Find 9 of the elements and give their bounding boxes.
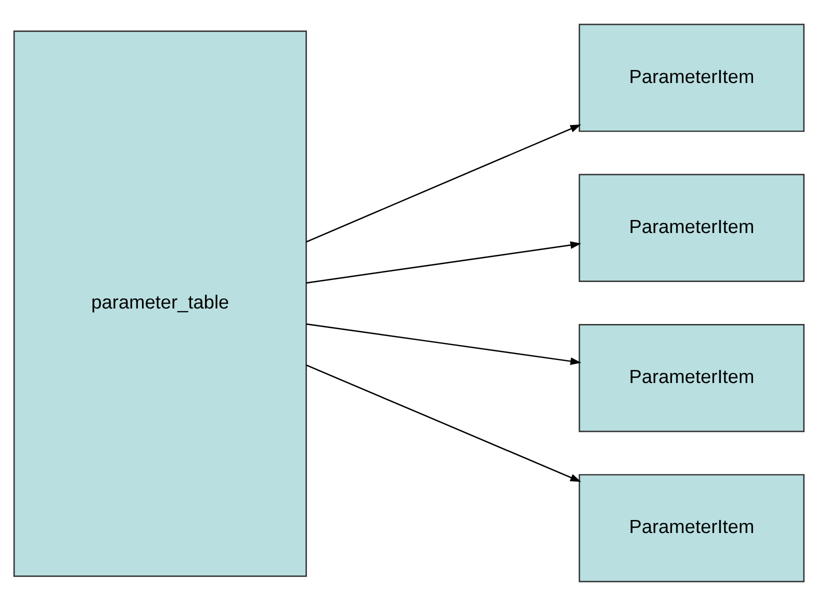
node-box: ParameterItem [578,474,805,582]
arrow [306,323,582,365]
node-box: ParameterItem [578,174,805,282]
node-box: parameter_table [13,30,307,577]
arrow [306,124,582,242]
arrow [306,241,582,284]
node-box: ParameterItem [578,324,805,432]
arrow [306,364,582,482]
node-box: ParameterItem [578,24,805,132]
